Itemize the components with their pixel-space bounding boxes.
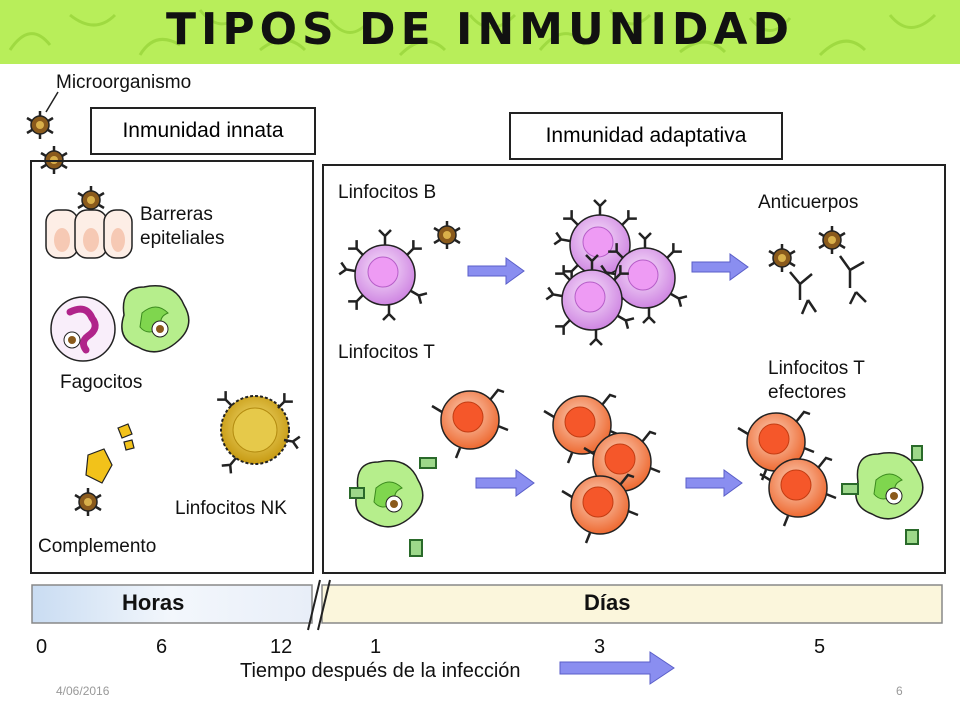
antibodies-label: Anticuerpos [758, 192, 859, 213]
footer-page-number: 6 [896, 684, 903, 698]
title-banner: TIPOS DE INMUNIDAD [0, 0, 960, 64]
tick-label: 12 [270, 636, 293, 658]
epithelial-cells-icon [45, 209, 133, 259]
complement-icon [85, 423, 135, 484]
hours-label: Horas [122, 590, 185, 615]
adaptive-panel [322, 164, 946, 574]
t-cells-label: Linfocitos T [338, 342, 435, 363]
antibody-icon [789, 255, 867, 315]
mhc-receptor-icon [349, 457, 437, 557]
footer-date: 4/06/2016 [56, 684, 110, 698]
tick-label: 6 [156, 636, 168, 658]
tick-label: 5 [814, 636, 826, 658]
adaptive-immunity-header: Inmunidad adaptativa [509, 112, 783, 160]
innate-immunity-header: Inmunidad innata [90, 107, 316, 155]
innate-panel [30, 160, 314, 574]
arrow-icon [467, 253, 749, 685]
time-axis-caption: Tiempo después de la infección [240, 660, 521, 682]
b-cells-label: Linfocitos B [338, 182, 437, 203]
neutrophil-icon [50, 296, 116, 362]
nk-label: Linfocitos NK [175, 498, 287, 519]
nk-cell-icon [215, 389, 302, 475]
tick-label: 0 [36, 636, 48, 658]
days-label: Días [584, 590, 631, 615]
timeline-bar [31, 579, 943, 631]
tick-label: 1 [370, 636, 382, 658]
banner-texture [8, 9, 937, 57]
effector-t-label: Linfocitos T [768, 358, 865, 379]
barriers-label-2: epiteliales [140, 228, 225, 249]
barriers-label: Barreras [140, 204, 213, 225]
page-title: TIPOS DE INMUNIDAD [166, 4, 794, 55]
microorganism-label: Microorganismo [56, 72, 192, 93]
phagocytes-label: Fagocitos [60, 372, 143, 393]
effector-t-label-2: efectores [768, 382, 847, 403]
tick-label: 3 [594, 636, 606, 658]
microbe-icon [25, 109, 55, 141]
complement-label: Complemento [38, 536, 157, 557]
